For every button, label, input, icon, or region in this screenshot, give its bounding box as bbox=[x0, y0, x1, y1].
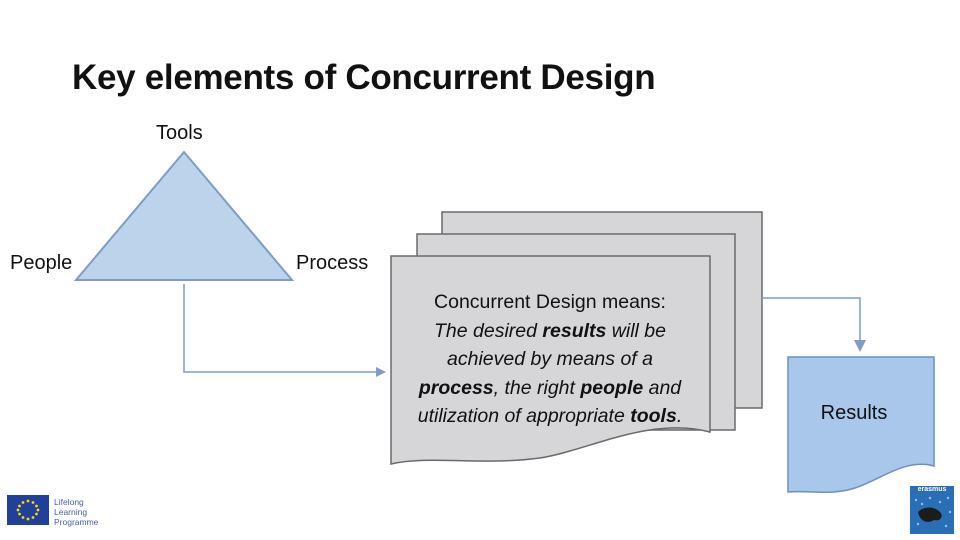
results-shape bbox=[787, 356, 935, 494]
triangle-shape bbox=[73, 150, 295, 281]
people-label: People bbox=[10, 252, 73, 274]
slide-title: Key elements of Concurrent Design bbox=[72, 58, 656, 97]
document-line-1: Concurrent Design means: bbox=[434, 291, 666, 313]
lifelong-learning-logo-text: Lifelong Learning Programme bbox=[54, 497, 99, 527]
erasmus-dots-icon bbox=[914, 496, 952, 528]
tools-label: Tools bbox=[156, 122, 203, 144]
document-line-2: The desired results will be bbox=[434, 319, 666, 342]
results-label: Results bbox=[820, 402, 888, 424]
process-label: Process bbox=[296, 252, 369, 274]
erasmus-figure-icon bbox=[918, 507, 942, 522]
document-line-4: process, the right people and bbox=[418, 376, 682, 399]
document-to-results-arrow bbox=[762, 297, 861, 350]
triangle-to-document-arrow bbox=[183, 284, 386, 377]
document-text: Concurrent Design means: The desired res… bbox=[392, 288, 708, 431]
document-line-5: utilization of appropriate tools. bbox=[417, 405, 683, 427]
document-line-3: achieved by means of a bbox=[447, 348, 653, 370]
document-front bbox=[390, 255, 711, 465]
erasmus-logo-text: erasmus bbox=[917, 486, 947, 493]
eu-stars-icon bbox=[16, 499, 40, 521]
eu-flag-icon bbox=[7, 495, 49, 525]
document-to-results-arrowhead bbox=[854, 340, 866, 352]
